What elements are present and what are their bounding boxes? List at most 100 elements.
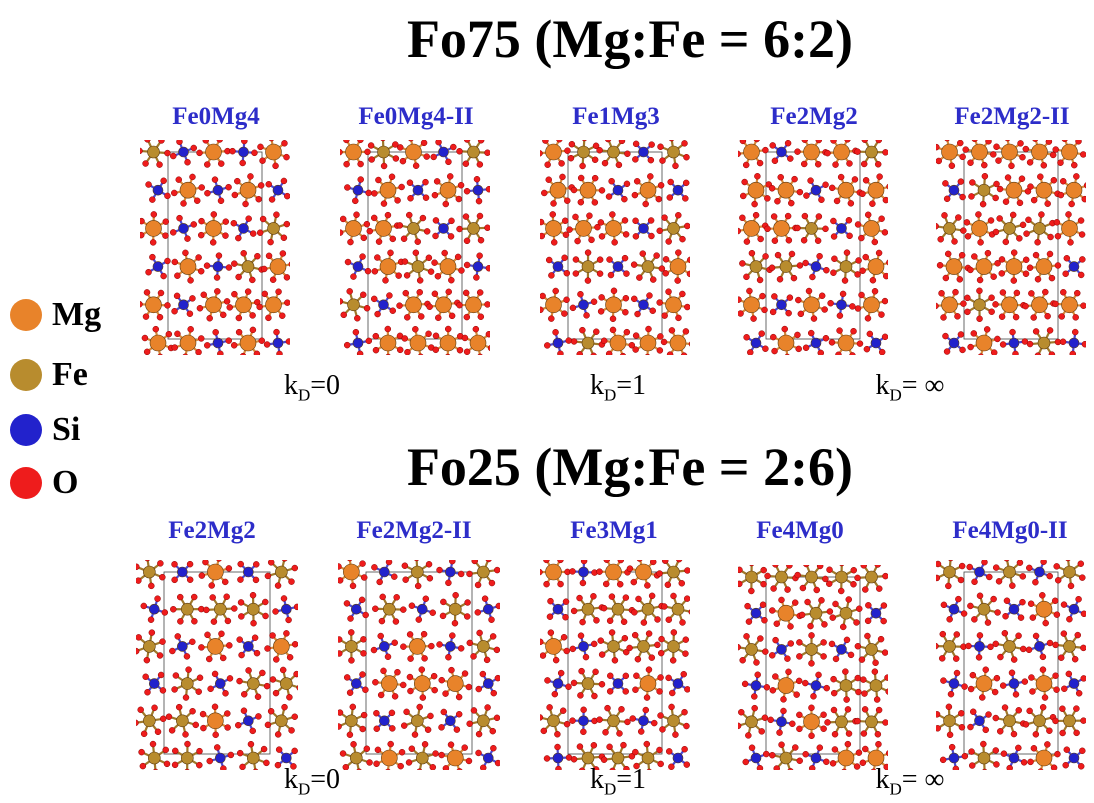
crystal-structure-panel — [140, 140, 290, 355]
o-atom — [618, 706, 625, 713]
o-atom — [982, 726, 990, 734]
o-atom — [881, 297, 888, 305]
o-atom — [598, 294, 605, 301]
o-atom — [358, 596, 366, 604]
fe-atom — [637, 640, 650, 653]
o-atom — [761, 306, 768, 314]
o-atom — [474, 609, 482, 616]
o-atom — [654, 641, 661, 649]
mg-atom — [867, 181, 885, 199]
o-atom — [751, 704, 758, 712]
o-atom — [608, 629, 616, 636]
si-atom — [148, 603, 160, 615]
o-atom — [793, 691, 800, 698]
o-atom — [373, 760, 380, 768]
o-atom — [445, 288, 452, 296]
si-atom — [638, 223, 649, 234]
fe-atom — [839, 679, 853, 692]
o-atom — [433, 178, 441, 185]
o-atom — [430, 672, 438, 680]
si-atom — [215, 678, 226, 689]
si-atom-icon — [10, 414, 42, 446]
si-atom — [810, 261, 822, 272]
o-atom — [871, 288, 879, 295]
o-atom — [657, 182, 665, 189]
mg-atom — [414, 675, 431, 692]
o-atom — [196, 149, 203, 157]
o-atom — [1022, 256, 1030, 264]
o-atom — [746, 287, 753, 295]
o-atom — [936, 725, 941, 732]
o-atom — [169, 229, 177, 236]
mg-atom — [777, 181, 795, 199]
o-atom — [784, 353, 790, 355]
fe-atom — [671, 602, 685, 616]
o-atom — [463, 237, 471, 245]
si-atom — [1008, 752, 1020, 764]
o-atom — [947, 690, 955, 698]
o-atom — [642, 200, 649, 208]
o-atom — [608, 593, 616, 600]
fe-atom — [147, 751, 161, 765]
o-atom — [1059, 338, 1067, 346]
o-atom — [776, 276, 784, 283]
o-atom — [466, 570, 473, 578]
o-atom — [563, 647, 570, 655]
o-atom — [596, 146, 603, 154]
fe-atom — [1037, 336, 1051, 350]
o-atom — [262, 598, 269, 606]
structure-label: Fe4Mg0 — [756, 517, 844, 544]
o-atom — [967, 343, 974, 351]
o-atom — [1020, 645, 1027, 653]
fe-atom — [1033, 714, 1046, 728]
o-atom — [149, 253, 156, 261]
o-atom — [1015, 707, 1023, 714]
o-atom — [239, 159, 246, 167]
o-atom — [985, 140, 992, 145]
o-atom — [808, 704, 815, 712]
o-atom — [456, 301, 463, 309]
o-atom — [396, 302, 403, 309]
o-atom — [239, 763, 246, 770]
o-atom — [264, 572, 272, 580]
o-atom — [598, 651, 606, 658]
o-atom — [217, 160, 225, 167]
o-atom — [581, 140, 588, 142]
o-atom — [1008, 162, 1015, 170]
o-atom — [611, 239, 618, 246]
o-atom — [622, 672, 630, 680]
o-atom — [992, 301, 999, 308]
o-atom — [254, 693, 262, 701]
fe-atom — [581, 336, 595, 350]
o-atom — [347, 560, 353, 562]
crystal-structure-panel — [936, 140, 1086, 355]
o-atom — [976, 592, 984, 600]
o-atom — [476, 289, 484, 296]
o-atom — [293, 603, 298, 611]
o-atom — [825, 580, 833, 588]
o-atom — [240, 250, 247, 257]
o-atom — [992, 194, 999, 202]
mg-atom — [579, 181, 597, 199]
o-atom — [463, 313, 471, 321]
o-atom — [866, 330, 874, 338]
o-atom — [356, 768, 362, 770]
o-atom — [1075, 595, 1082, 603]
o-atom — [687, 256, 690, 264]
o-atom — [269, 276, 277, 283]
legend-item-o: O — [10, 463, 78, 503]
si-atom — [243, 566, 254, 578]
o-atom — [446, 173, 454, 180]
o-atom — [375, 238, 383, 245]
si-atom — [352, 261, 364, 272]
o-atom — [1026, 159, 1034, 166]
o-atom — [283, 630, 290, 637]
o-atom — [485, 264, 490, 272]
bond-layer — [136, 560, 298, 770]
o-atom — [260, 745, 268, 753]
o-atom — [675, 314, 682, 322]
o-atom — [853, 619, 860, 626]
o-atom — [1073, 705, 1080, 712]
o-atom — [628, 341, 636, 349]
o-atom — [597, 637, 604, 644]
